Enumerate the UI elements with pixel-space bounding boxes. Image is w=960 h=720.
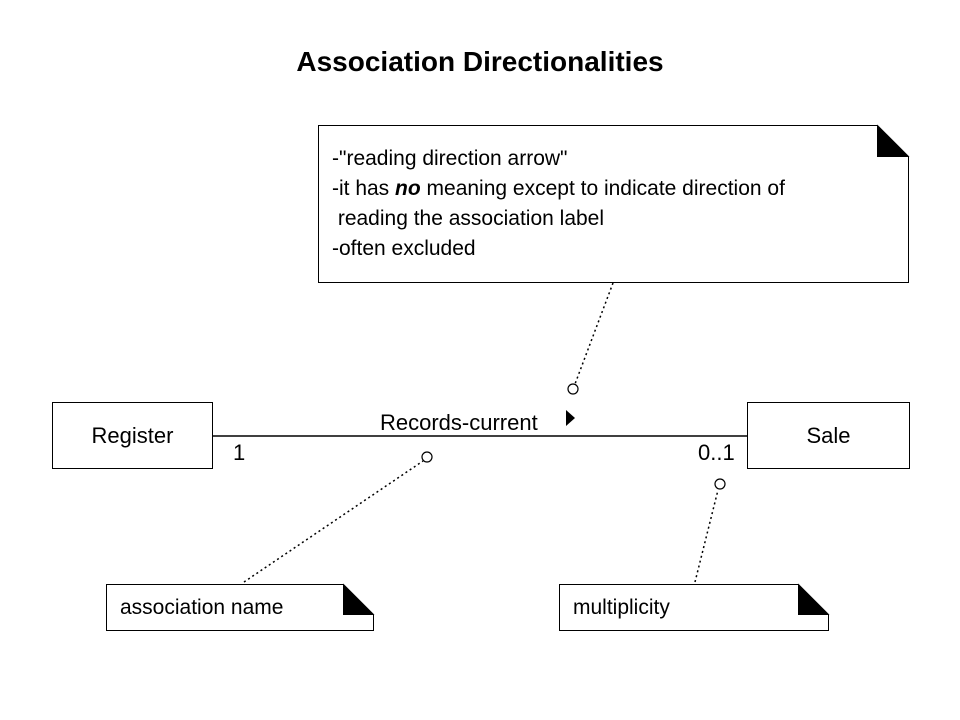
note-line-2-emphasis: no — [395, 177, 421, 200]
class-register[interactable]: Register — [52, 402, 213, 469]
note-line-3: reading the association label — [332, 207, 605, 230]
note-line-1: -"reading direction arrow" — [332, 147, 568, 170]
anchor-circle-top — [567, 383, 579, 395]
note-line-2: -it has no meaning except to indicate di… — [332, 174, 908, 204]
anchor-circle-assoc — [421, 451, 433, 463]
anchor-line-mult — [694, 489, 719, 583]
note-multiplicity-text: multiplicity — [573, 596, 670, 619]
anchor-line-assoc — [243, 460, 424, 583]
note-association-name-text: association name — [120, 596, 284, 619]
note-multiplicity[interactable]: multiplicity — [559, 584, 829, 631]
multiplicity-right-label: 0..1 — [698, 440, 735, 465]
association-name-label: Records-current — [380, 410, 538, 435]
note-line-2-post: meaning except to indicate direction of — [420, 177, 785, 200]
class-sale-label: Sale — [806, 422, 851, 448]
note-line-2-pre: -it has — [332, 177, 396, 200]
note-line-4: -often excluded — [332, 237, 476, 260]
class-sale[interactable]: Sale — [747, 402, 910, 469]
multiplicity-left-label: 1 — [233, 440, 246, 465]
note-association-name[interactable]: association name — [106, 584, 374, 631]
triangle-right-icon — [566, 410, 575, 426]
anchor-line-top — [574, 282, 614, 385]
class-register-label: Register — [91, 422, 174, 448]
page-title: Association Directionalities — [296, 46, 664, 77]
anchor-circle-mult — [714, 478, 726, 490]
note-reading-direction[interactable]: -"reading direction arrow" -it has no me… — [318, 125, 909, 283]
